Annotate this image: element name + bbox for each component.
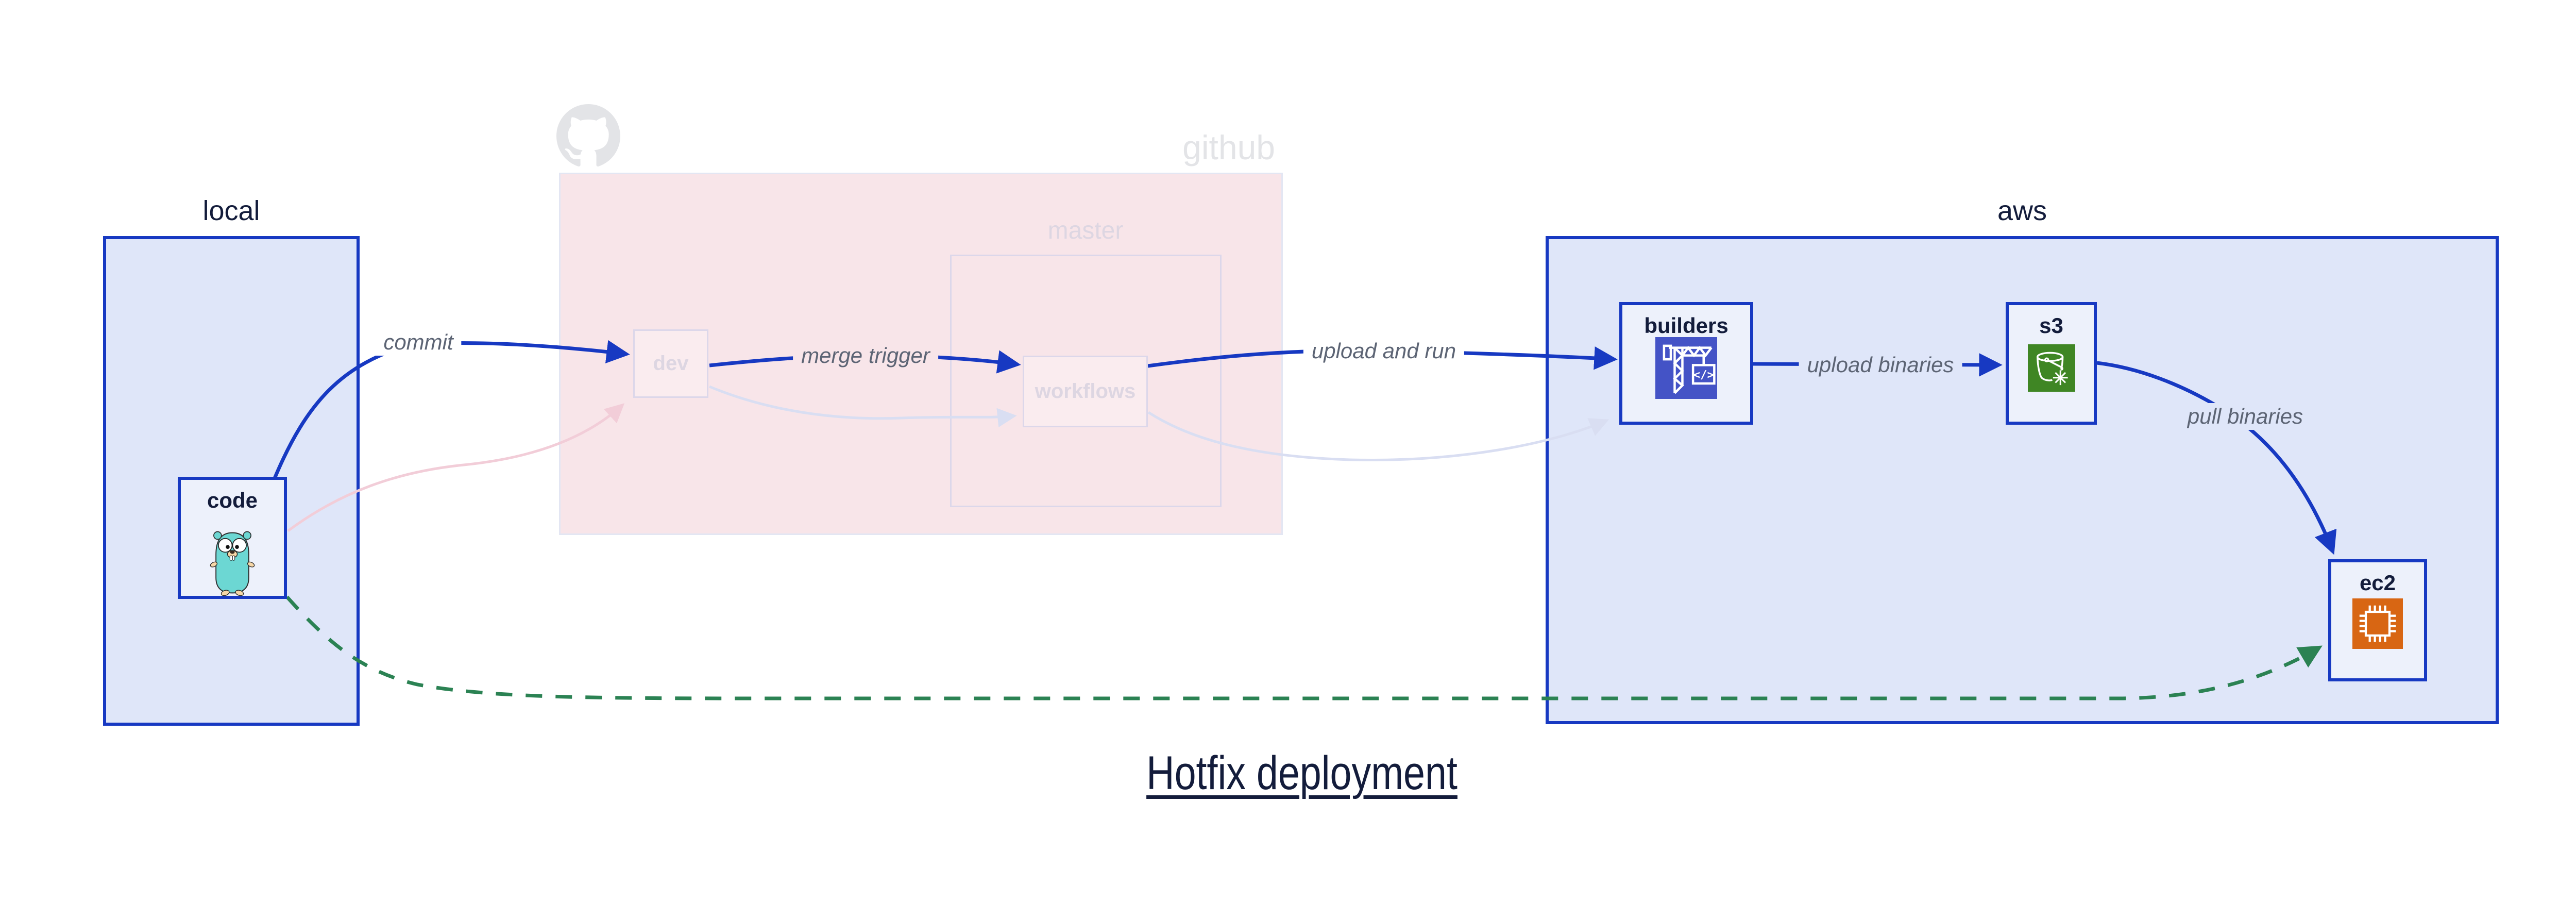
node-dev: dev [633, 329, 708, 398]
node-ec2-label: ec2 [2359, 571, 2396, 595]
region-github-label: github [1182, 128, 1275, 166]
node-code-label: code [207, 488, 258, 512]
github-octocat-icon [556, 104, 620, 168]
svg-text:</>: </> [1693, 369, 1714, 382]
node-code: code [178, 477, 287, 599]
edge-label-merge-trigger: merge trigger [793, 342, 938, 369]
edge-label-upload-and-run: upload and run [1303, 338, 1465, 364]
region-aws-label: aws [1997, 195, 2047, 226]
node-workflows: workflows [1023, 356, 1148, 427]
go-gopher-icon [196, 527, 268, 598]
diagram-title: Hotfix deployment [1146, 747, 1458, 799]
node-builders-label: builders [1644, 313, 1728, 338]
node-s3-label: s3 [2039, 313, 2063, 338]
node-builders: builders </> [1619, 302, 1753, 425]
region-master-label: master [1047, 217, 1124, 244]
codebuild-crane-icon: </> [1655, 337, 1717, 399]
s3-bucket-snowflake-icon [2027, 344, 2075, 392]
node-dev-label: dev [653, 352, 689, 375]
node-workflows-label: workflows [1035, 380, 1136, 403]
region-master-branch [950, 255, 1222, 507]
ec2-chip-icon [2352, 598, 2403, 649]
edge-label-commit: commit [375, 329, 462, 356]
edge-label-pull-binaries: pull binaries [2179, 403, 2312, 430]
node-ec2: ec2 [2328, 559, 2427, 681]
edge-label-upload-binaries: upload binaries [1799, 352, 1962, 378]
region-local-label: local [202, 195, 260, 226]
node-s3: s3 [2006, 302, 2097, 425]
